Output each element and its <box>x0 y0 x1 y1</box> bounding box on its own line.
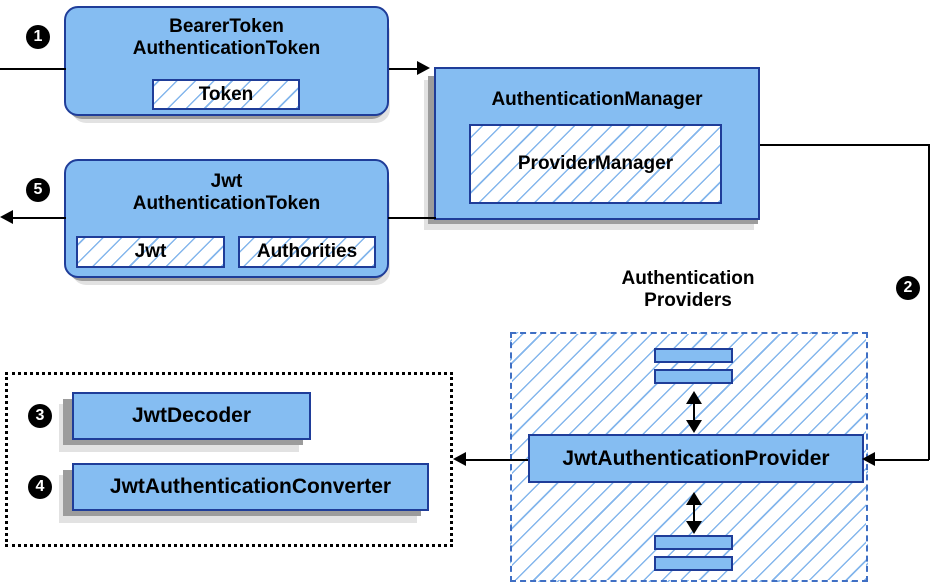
badge-4: 4 <box>28 475 52 499</box>
arrowhead-to-manager <box>417 61 430 75</box>
provider-stack-bar-top-2 <box>654 369 733 384</box>
line-response-out <box>13 217 66 219</box>
line-manager-to-jwt-token <box>388 217 436 219</box>
node-jwt-decoder[interactable]: JwtDecoder <box>72 392 311 440</box>
provider-stack-bar-bottom-1 <box>654 535 733 550</box>
arrowhead-top-down <box>686 420 702 433</box>
line-bearer-to-manager <box>389 68 421 70</box>
line-provider-to-decoders <box>466 459 528 461</box>
inner-box-jwt[interactable]: Jwt <box>76 236 225 268</box>
authentication-manager-title: AuthenticationManager <box>491 89 703 110</box>
badge-2: 2 <box>896 276 920 300</box>
line-double-arrow-bottom <box>693 495 695 532</box>
provider-stack-bar-bottom-2 <box>654 556 733 571</box>
inner-box-provider-manager[interactable]: ProviderManager <box>469 124 722 204</box>
inner-box-provider-manager-label: ProviderManager <box>517 153 674 174</box>
inner-box-authorities-label: Authorities <box>256 241 358 262</box>
jwt-decoder-label: JwtDecoder <box>131 404 252 427</box>
arrowhead-bottom-down <box>686 521 702 534</box>
line-double-arrow-top <box>693 394 695 431</box>
decoder-converter-container <box>5 372 453 547</box>
line-manager-down <box>928 144 930 460</box>
line-manager-right <box>760 144 930 146</box>
arrowhead-top-up <box>686 391 702 404</box>
inner-box-token[interactable]: Token <box>152 79 300 110</box>
arrowhead-into-provider <box>862 452 875 466</box>
arrowhead-to-decoders <box>453 452 466 466</box>
inner-box-authorities[interactable]: Authorities <box>238 236 376 268</box>
bearer-token-title: BearerToken AuthenticationToken <box>132 16 321 59</box>
node-jwt-authentication-converter[interactable]: JwtAuthenticationConverter <box>72 463 429 511</box>
jwt-converter-label: JwtAuthenticationConverter <box>109 475 392 498</box>
line-into-provider <box>874 459 929 461</box>
arrowhead-response-out <box>0 210 13 224</box>
provider-stack-bar-top-1 <box>654 348 733 363</box>
badge-3: 3 <box>28 404 52 428</box>
jwt-provider-label: JwtAuthenticationProvider <box>562 446 830 470</box>
arrowhead-bottom-up <box>686 492 702 505</box>
line-request-in <box>0 68 66 70</box>
badge-1: 1 <box>26 25 50 49</box>
authentication-providers-title: Authentication Providers <box>621 268 755 311</box>
inner-box-token-label: Token <box>198 83 254 105</box>
inner-box-jwt-label: Jwt <box>134 241 167 262</box>
badge-5: 5 <box>26 178 50 202</box>
node-jwt-authentication-provider[interactable]: JwtAuthenticationProvider <box>528 434 864 483</box>
jwt-token-title: Jwt AuthenticationToken <box>132 171 321 214</box>
